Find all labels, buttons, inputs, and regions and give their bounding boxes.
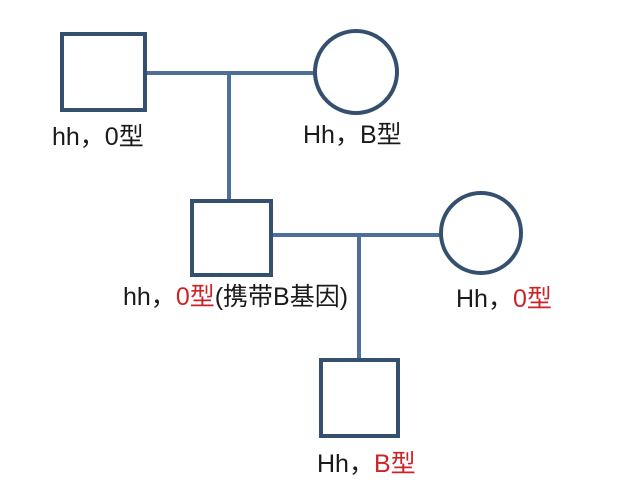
- gen3-son-square: [319, 358, 400, 438]
- genotype-highlight: 0型: [175, 283, 215, 311]
- genotype-highlight: 0型: [512, 285, 552, 313]
- genotype-text: hh，: [123, 283, 176, 311]
- genotype-text: hh，0型: [52, 123, 144, 151]
- gen2-wife-circle: [439, 191, 523, 275]
- genotype-note: (携带B基因): [214, 283, 349, 311]
- genotype-text: Hh，: [456, 285, 513, 313]
- genotype-highlight: B型: [373, 450, 416, 478]
- gen2-son-label: hh，0型(携带B基因): [123, 284, 348, 311]
- gen2-wife-label: Hh，0型: [456, 286, 552, 313]
- genotype-text: Hh，B型: [303, 121, 402, 149]
- gen2-son-square: [190, 199, 273, 277]
- gen1-father-label: hh，0型: [52, 124, 144, 151]
- gen3-son-label: Hh，B型: [317, 451, 416, 478]
- gen1-father-square: [60, 32, 147, 112]
- genotype-text: Hh，: [317, 450, 374, 478]
- gen1-mother-label: Hh，B型: [303, 122, 402, 149]
- gen1-mother-circle: [313, 29, 399, 115]
